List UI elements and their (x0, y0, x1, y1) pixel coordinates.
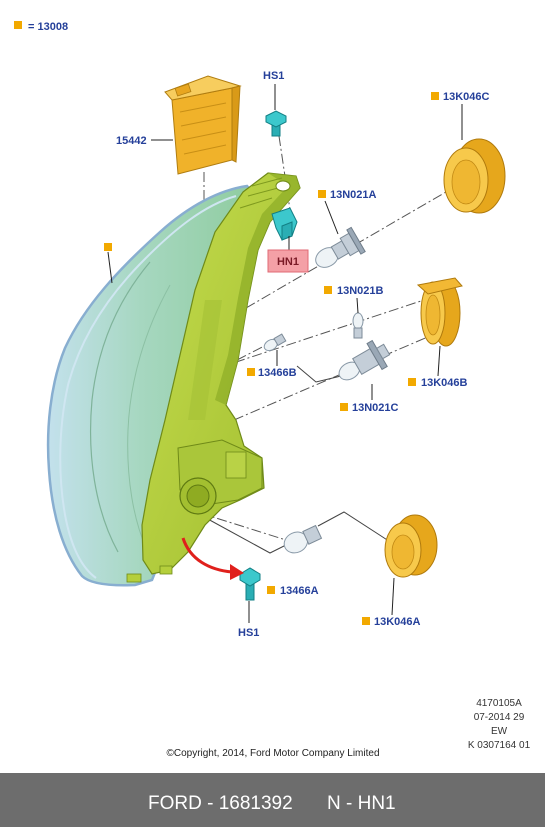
leader-line (356, 297, 359, 314)
screw-top (265, 110, 287, 137)
connector-line (296, 365, 342, 383)
leader-line (391, 577, 395, 616)
label-bulb-small-b: 13466B (258, 367, 297, 379)
callout-marker (247, 368, 255, 376)
connector-line (205, 517, 293, 554)
callout-marker (362, 617, 370, 625)
label-clip: HN1 (277, 256, 299, 268)
housing-rib (239, 197, 273, 209)
callout-marker (340, 403, 348, 411)
bulb-glass (352, 312, 364, 330)
drawing-info-line: 07-2014 29 (474, 712, 525, 723)
cap-tab (416, 277, 463, 295)
housing-channel (188, 300, 222, 420)
module-rib (183, 144, 227, 155)
cap-c (443, 138, 506, 214)
leader-lines (107, 84, 463, 623)
drawing-info-line: 4170105A (476, 698, 522, 709)
footer: FORD - 1681392 N - HN1 (0, 773, 545, 827)
connector-line (317, 511, 396, 546)
legend-text: = 13008 (28, 21, 68, 33)
mounting-hole (275, 180, 291, 192)
module-connector (174, 83, 192, 97)
headlamp-housing (126, 172, 301, 583)
housing-rib (251, 177, 283, 187)
control-module (164, 75, 242, 175)
drawing-info-line: EW (491, 726, 508, 737)
callout-labels: 15442 HS1 13K046C 13N021A HN1 13N021B 13… (104, 70, 490, 639)
bulb-base (273, 333, 287, 347)
axis-line (217, 297, 431, 369)
cap-opening (451, 159, 481, 205)
footer-position: N - HN1 (327, 793, 396, 814)
callout-marker (104, 243, 112, 251)
housing-side (215, 173, 300, 405)
callout-marker (408, 378, 416, 386)
footer-part-number: FORD - 1681392 (148, 793, 293, 814)
housing-tab (126, 573, 142, 583)
highlight-box (267, 249, 309, 273)
label-bulb-b: 13N021B (337, 285, 384, 297)
screw-head (239, 567, 261, 587)
bulb-a (315, 226, 366, 268)
module-front (171, 87, 233, 175)
label-bulb-a: 13N021A (330, 189, 377, 201)
leader-line (324, 200, 339, 235)
bulb-terminal (376, 343, 391, 360)
footer-bar (0, 773, 545, 827)
label-module: 15442 (116, 135, 147, 147)
label-cap-c: 13K046C (443, 91, 490, 103)
arrow-head (230, 564, 244, 580)
housing-rib (247, 187, 279, 197)
module-rib (180, 116, 227, 127)
bulb-flange (346, 226, 366, 255)
lens-inner-edge (127, 284, 171, 549)
label-bulb-c: 13N021C (352, 402, 399, 414)
callout-marker (431, 92, 439, 100)
copyright-notice: ©Copyright, 2014, Ford Motor Company Lim… (166, 748, 379, 759)
screw-head (265, 110, 287, 128)
cap-opening (391, 534, 415, 570)
arrow-shaft (181, 537, 233, 574)
bulb-base (353, 327, 363, 339)
module-rib (181, 130, 227, 141)
lens-highlight (59, 195, 237, 579)
legend: = 13008 (14, 21, 68, 33)
lens-inner-edge (90, 261, 151, 553)
bulb-c (338, 339, 391, 381)
callout-marker (318, 190, 326, 198)
callout-marker (14, 21, 22, 29)
label-cap-a: 13K046A (374, 616, 421, 628)
leader-line (107, 251, 113, 284)
drawing-info: 4170105A 07-2014 29 EW K 0307164 01 (468, 698, 531, 751)
cap-b (416, 277, 463, 347)
leader-line (437, 345, 441, 377)
bulb-base (302, 524, 323, 545)
label-screw-top: HS1 (263, 70, 284, 82)
bulb-small-a (283, 524, 323, 554)
cap-a (384, 514, 438, 578)
bulb-socket-inner (186, 484, 210, 508)
module-side (231, 85, 241, 163)
cap-opening (425, 294, 441, 336)
bulb-b (352, 312, 364, 339)
label-screw-bottom: HS1 (238, 627, 259, 639)
housing-tab (159, 565, 173, 575)
label-cap-b: 13K046B (421, 377, 468, 389)
bulb-small-b (263, 333, 287, 352)
screw-bottom (239, 567, 261, 601)
label-bulb-small-a: 13466A (280, 585, 319, 597)
clip-part (271, 207, 298, 241)
axis-line (199, 512, 287, 541)
callout-marker (267, 586, 275, 594)
direction-arrow (181, 537, 244, 580)
callout-marker (324, 286, 332, 294)
clip-side (281, 221, 293, 241)
module-rib (179, 102, 227, 113)
housing-connector (225, 451, 247, 479)
drawing-info-line: K 0307164 01 (468, 740, 531, 751)
